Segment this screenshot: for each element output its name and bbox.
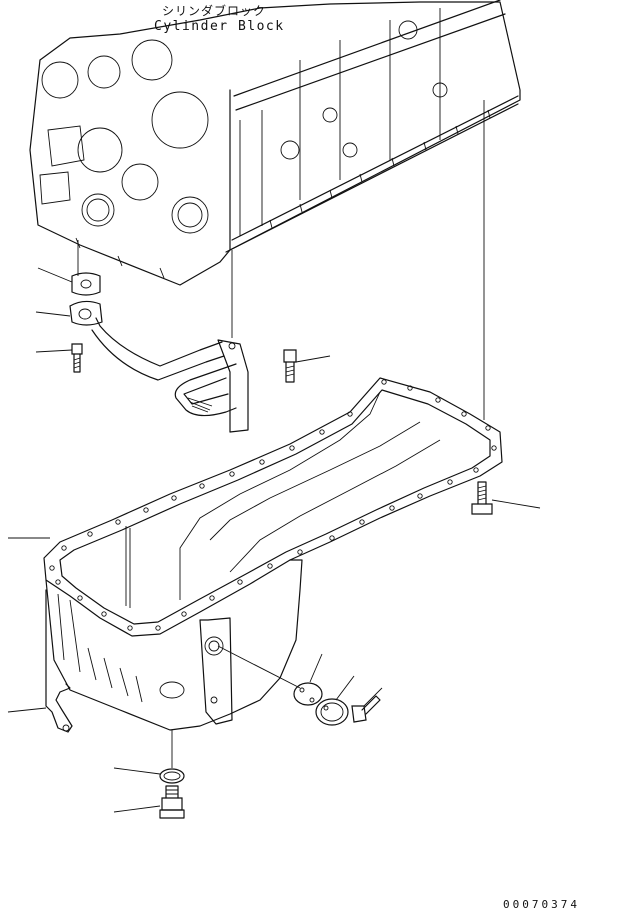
callout-leader-9 [363, 687, 383, 707]
callout-leader-8 [335, 675, 355, 701]
callout-leaders [7, 267, 541, 813]
bolt-pan [471, 481, 493, 515]
callout-leader-12 [113, 805, 161, 813]
callout-leader-11 [113, 767, 161, 775]
title-japanese: シリンダブロック [162, 4, 267, 18]
drawing-number: 00070374 [503, 898, 580, 911]
tube-flange [69, 300, 103, 326]
cover-plate [315, 698, 349, 726]
tube-gasket [71, 272, 101, 296]
callout-leader-10 [7, 707, 47, 713]
bolt-cover [351, 695, 381, 723]
bolt-left [71, 343, 83, 373]
oil-pan [43, 377, 503, 731]
callout-leader-1 [37, 267, 73, 283]
assembly-lines [77, 100, 485, 768]
cylinder-block [29, 0, 521, 286]
o-ring [159, 768, 185, 784]
callout-leader-3 [35, 349, 73, 353]
drain-plug [159, 785, 185, 819]
suction-tube [91, 317, 249, 433]
callout-leader-5 [491, 499, 541, 509]
gauge-guide [45, 589, 73, 733]
bolt-bracket [283, 349, 297, 383]
callout-leader-4 [295, 355, 331, 363]
cover-gasket [293, 682, 323, 706]
callout-leader-2 [35, 311, 71, 317]
callout-leader-7 [309, 653, 323, 683]
